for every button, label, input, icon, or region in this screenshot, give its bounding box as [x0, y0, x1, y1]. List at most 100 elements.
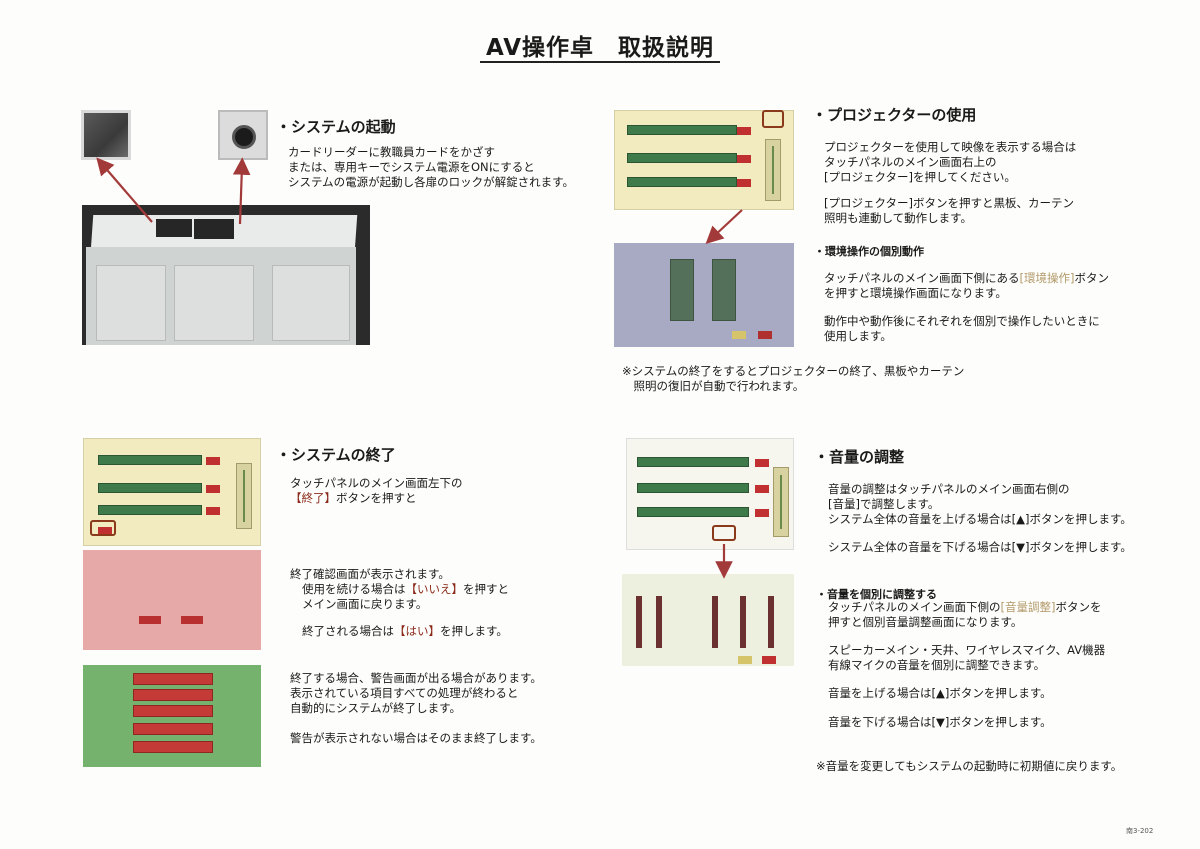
env-button-name: [環境操作]	[1019, 271, 1075, 285]
env-line: 使用します。	[824, 329, 892, 343]
volume-slider	[236, 463, 252, 529]
note-line: 照明の復旧が自動で行われます。	[622, 379, 805, 393]
note-line: ※システムの終了をするとプロジェクターの終了、黒板やカーテン	[622, 364, 965, 378]
main-panel-screenshot-shutdown	[83, 438, 261, 546]
end-button-highlight	[90, 520, 116, 536]
projector-line: [プロジェクター]ボタンを押すと黒板、カーテン	[824, 196, 1075, 210]
panel-button-row	[98, 455, 202, 465]
volume-note: ※音量を変更してもシステムの起動時に初期値に戻ります。	[816, 759, 1123, 773]
env-line: を押すと環境操作画面になります。	[824, 286, 1007, 300]
indiv-line: 有線マイクの音量を個別に調整できます。	[828, 658, 1046, 672]
panel-red-button	[206, 457, 220, 465]
main-panel-screenshot-volume	[626, 438, 794, 550]
end-button-name: 【終了】	[290, 491, 336, 505]
volume-slider	[765, 139, 781, 201]
shutdown-line: 【終了】ボタンを押すと	[290, 491, 463, 506]
card-reader-photo	[81, 110, 131, 160]
projector-text: プロジェクターを使用して映像を表示する場合は タッチパネルのメイン画面右上の […	[824, 140, 1076, 185]
env-back-button	[732, 331, 746, 339]
projector-line: [プロジェクター]を押してください。	[824, 170, 1016, 184]
confirm-line: 使用を続ける場合は【いいえ】を押すと	[290, 582, 509, 597]
volume-slider	[773, 467, 789, 537]
indiv-line: タッチパネルのメイン画面下側の[音量調整]ボタンを	[828, 600, 1101, 615]
panel-button-row	[637, 507, 749, 517]
panel-red-button	[755, 459, 769, 467]
indiv-volume-text: タッチパネルのメイン画面下側の[音量調整]ボタンを 押すと個別音量調整画面になり…	[828, 600, 1101, 630]
panel-red-button	[755, 509, 769, 517]
main-panel-screenshot-projector	[614, 110, 794, 210]
panel-button-row	[637, 457, 749, 467]
individual-volume-screenshot	[622, 574, 794, 666]
env-control-box	[670, 259, 694, 321]
arrow-to-key-switch	[232, 157, 251, 225]
env-control-box	[712, 259, 736, 321]
title-text: AV操作卓 取扱説明	[479, 35, 721, 63]
indiv-up-text: 音量を上げる場合は[▲]ボタンを押します。	[828, 686, 1052, 700]
no-button-thumb	[181, 616, 203, 624]
projector-heading: プロジェクターの使用	[812, 104, 976, 125]
warning-text: 終了する場合、警告画面が出る場合があります。 表示されている項目すべての処理が終…	[290, 671, 542, 716]
no-button-name: 【いいえ】	[405, 582, 464, 596]
env-line: タッチパネルのメイン画面下側にある[環境操作]ボタン	[824, 271, 1109, 286]
shutdown-line-part: ボタンを押すと	[336, 491, 417, 505]
indiv-down-text: 音量を下げる場合は[▼]ボタンを押します。	[828, 715, 1052, 729]
panel-button-row	[637, 483, 749, 493]
panel-red-button	[206, 507, 220, 515]
projector-text-2: [プロジェクター]ボタンを押すと黒板、カーテン 照明も連動して動作します。	[824, 196, 1074, 226]
volume-channel	[656, 596, 662, 648]
confirm-line: 終了される場合は【はい】を押します。	[302, 624, 508, 639]
end-button-thumb	[98, 527, 112, 535]
panel-button-row	[627, 125, 737, 135]
desk-screen-right	[194, 219, 234, 239]
volume-line: 音量の調整はタッチパネルのメイン画面右側の	[828, 482, 1070, 496]
warning-text-last: 警告が表示されない場合はそのまま終了します。	[290, 731, 542, 745]
env-heading: 環境操作の個別動作	[814, 243, 924, 259]
startup-heading: システムの起動	[276, 116, 396, 137]
yes-button-thumb	[139, 616, 161, 624]
warning-line: 終了する場合、警告画面が出る場合があります。	[290, 671, 542, 685]
projector-line: プロジェクターを使用して映像を表示する場合は	[824, 140, 1077, 154]
desk-door-left	[96, 265, 166, 341]
indiv-line-part: ボタンを	[1055, 600, 1102, 614]
startup-line: または、専用キーでシステム電源をONにすると	[288, 160, 535, 174]
panel-red-button	[737, 155, 751, 163]
indiv-line: 押すと個別音量調整画面になります。	[828, 615, 1023, 629]
warning-item	[133, 673, 213, 685]
confirm-line: メイン画面に戻ります。	[302, 597, 428, 611]
vol-close-button	[762, 656, 776, 664]
desk-door-right	[272, 265, 350, 341]
desk-door-center	[174, 265, 254, 341]
confirm-line-part: 使用を続ける場合は	[302, 582, 406, 596]
projector-line: 照明も連動して動作します。	[824, 211, 973, 225]
indiv-volume-heading: 音量を個別に調整する	[816, 586, 937, 602]
volume-heading: 音量の調整	[814, 446, 904, 467]
volume-line: [音量]で調整します。	[828, 497, 940, 511]
volume-channel	[768, 596, 774, 648]
startup-line: システムの電源が起動し各扉のロックが解錠されます。	[288, 175, 575, 189]
panel-button-row	[98, 483, 202, 493]
volume-down-text: システム全体の音量を下げる場合は[▼]ボタンを押します。	[828, 540, 1132, 554]
volume-adjust-button-highlight	[712, 525, 736, 541]
indiv-line-part: タッチパネルのメイン画面下側の	[828, 600, 1001, 614]
startup-line: カードリーダーに教職員カードをかざす	[288, 145, 495, 159]
shutdown-heading: システムの終了	[276, 444, 396, 465]
volume-text: 音量の調整はタッチパネルのメイン画面右側の [音量]で調整します。 システム全体…	[828, 482, 1132, 527]
confirm-line-part: 終了される場合は	[302, 624, 394, 638]
panel-button-row	[98, 505, 202, 515]
env-text: タッチパネルのメイン画面下側にある[環境操作]ボタン を押すと環境操作画面になり…	[824, 271, 1109, 301]
panel-red-button	[206, 485, 220, 493]
page-code: 南3-202	[1126, 827, 1154, 835]
panel-red-button	[755, 485, 769, 493]
shutdown-text: タッチパネルのメイン画面左下の 【終了】ボタンを押すと	[290, 476, 463, 506]
vol-back-button	[738, 656, 752, 664]
volume-line: システム全体の音量を上げる場合は[▲]ボタンを押します。	[828, 512, 1132, 526]
shutdown-line: タッチパネルのメイン画面左下の	[290, 476, 463, 490]
confirm-text: 終了確認画面が表示されます。 使用を続ける場合は【いいえ】を押すと メイン画面に…	[290, 567, 509, 612]
volume-channel	[712, 596, 718, 648]
yes-button-name: 【はい】	[394, 624, 440, 638]
warning-line: 自動的にシステムが終了します。	[290, 701, 462, 715]
env-close-button	[758, 331, 772, 339]
panel-button-row	[627, 177, 737, 187]
